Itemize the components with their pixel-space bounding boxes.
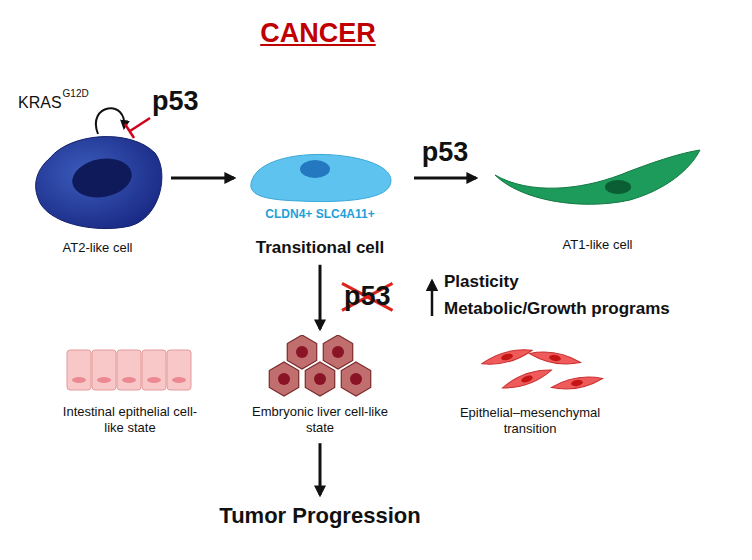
node-label: Intestinal epithelial cell-like state [55,404,205,435]
columnar-cell [167,350,191,390]
node-label: AT2-like cell [30,240,165,256]
state-figure: Embryonic liver cell-like state [250,335,390,435]
loop-arrow [96,108,124,134]
edge-label: p53 [344,281,391,312]
nucleus [72,377,86,383]
nucleus [332,346,344,358]
illustration [55,348,205,392]
nucleus [605,180,631,194]
node-label: Tumor Progression [180,503,460,529]
cell-body [251,154,391,201]
nucleus [300,160,330,178]
hepatocyte [269,362,298,396]
cell-body [36,137,162,229]
node-heading: Transitional cell [240,238,400,258]
nucleus [314,373,326,385]
hepatocyte [341,362,370,396]
node-label: CLDN4+ SLC4A11+ [240,207,400,221]
inhibition-bar [125,124,134,138]
nucleus [549,354,562,362]
outcome-node: Tumor Progression [180,503,460,529]
nucleus [296,346,308,358]
nucleus [278,373,290,385]
effect-label: Metabolic/Growth programs [444,299,670,319]
effect-label: Plasticity [444,272,519,292]
mesenchymal-cell [501,365,553,392]
cell-figure: AT1-like cell [490,145,705,253]
state-figure: Epithelial–mesenchymal transition [445,345,615,436]
arrow-connector [319,443,322,495]
nucleus [500,353,513,362]
illustration [490,145,705,207]
arrow-connector [319,265,322,329]
node-label: Epithelial–mesenchymal transition [445,405,615,436]
cell-figure: AT2-like cell [30,128,165,256]
mesenchymal-cell [551,374,604,393]
title: CANCER [250,18,386,49]
nucleus [172,377,186,383]
nucleus [69,154,135,202]
nucleus [350,373,362,385]
illustration [445,345,615,395]
protein-label: p53 [152,86,199,117]
hepatocyte [323,335,352,369]
columnar-cell [67,350,91,390]
nucleus [520,374,533,384]
hepatocyte [305,362,334,396]
hepatocyte [287,335,316,369]
columnar-cell [92,350,116,390]
edge-label: p53 [422,137,469,168]
nucleus [571,379,584,387]
nucleus [97,377,111,383]
cell-figure: CLDN4+ SLC4A11+ Transitional cell [240,145,400,259]
columnar-cell [142,350,166,390]
illustration [30,128,165,230]
illustration [250,335,390,397]
node-label: AT1-like cell [490,237,705,253]
node-label: Embryonic liver cell-like state [250,404,390,435]
arrow-connector [171,177,234,180]
mesenchymal-cell [529,349,582,368]
inhibition-line [130,118,150,131]
state-figure: Intestinal epithelial cell-like state [55,348,205,435]
cell-body [495,150,700,204]
nucleus [147,377,161,383]
columnar-cell [117,350,141,390]
nucleus [122,377,136,383]
illustration [240,145,400,207]
up-arrow [431,281,434,316]
mesenchymal-cell [481,345,534,368]
gene-label: KRAS [18,94,62,112]
arrow-connector [414,177,476,180]
superscript: G12D [63,88,89,100]
